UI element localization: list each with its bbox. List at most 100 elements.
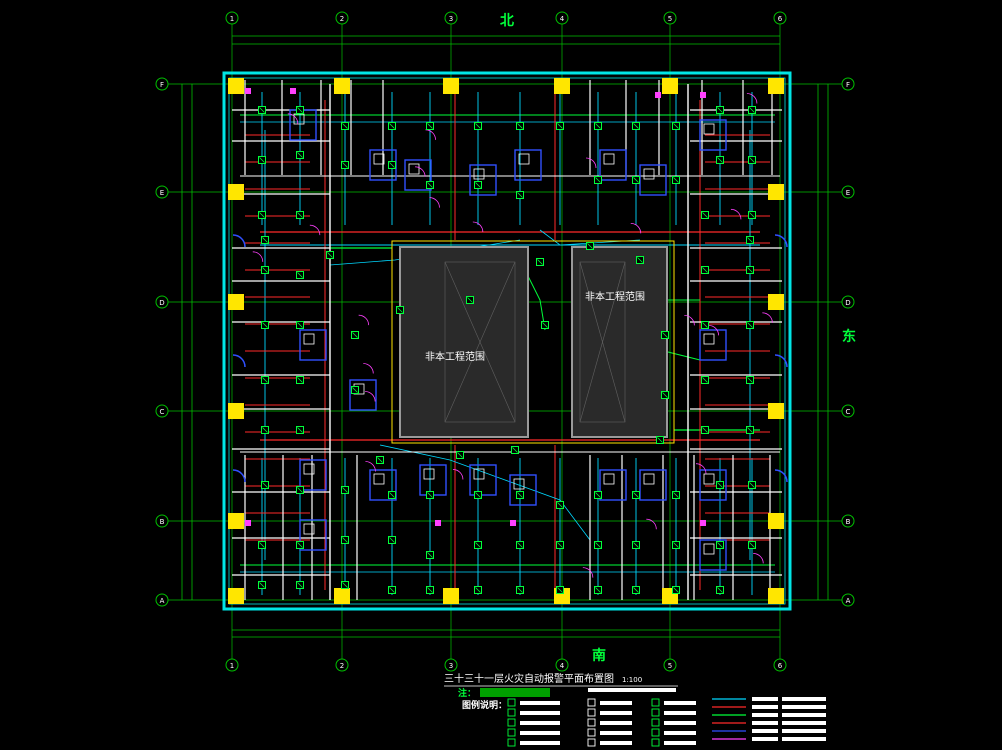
detector-mark — [673, 123, 679, 129]
window-arc — [232, 234, 246, 248]
detector-mark — [262, 482, 268, 488]
detector-mark — [747, 427, 753, 433]
legend-symbol — [507, 728, 516, 737]
fixture — [603, 473, 615, 485]
door-swing — [582, 567, 594, 578]
detector-mark — [457, 452, 463, 458]
axis-bubble-label: B — [846, 518, 851, 526]
axis-bubble-circle — [155, 514, 169, 528]
axis-bubble-label: 5 — [668, 662, 672, 670]
room-partitions — [232, 80, 782, 600]
detector-mark — [262, 322, 268, 328]
column-axis-bubble: 1 — [225, 11, 239, 25]
axis-bubble-circle — [155, 185, 169, 199]
fixture — [373, 153, 385, 165]
smoke-detector-symbol — [261, 426, 269, 434]
bathroom-cluster — [699, 329, 727, 361]
axis-bubble-label: E — [846, 189, 850, 197]
legend-description-bar — [752, 737, 778, 741]
smoke-detector-symbol — [296, 541, 304, 549]
detector-mark — [389, 537, 395, 543]
door-swing — [762, 312, 773, 323]
detector-mark — [749, 212, 755, 218]
smoke-detector-symbol — [351, 386, 359, 394]
smoke-detector-symbol — [296, 376, 304, 384]
row-axis-bubble: C — [155, 404, 169, 418]
smoke-detector-symbol — [466, 296, 474, 304]
smoke-detector-symbol — [748, 211, 756, 219]
detector-mark — [259, 212, 265, 218]
window-arc — [774, 234, 788, 248]
row-axis-bubble: A — [155, 593, 169, 607]
door-swing — [358, 314, 370, 326]
axis-bubble-circle — [225, 11, 239, 25]
door-swing — [363, 363, 374, 374]
detector-mark — [517, 542, 523, 548]
door-swing — [415, 166, 426, 177]
detector-mark — [702, 377, 708, 383]
core-left-zone — [399, 246, 529, 438]
legend-description-bar — [664, 721, 696, 725]
smoke-detector-symbol — [261, 266, 269, 274]
door-swing — [684, 314, 695, 326]
detector-mark — [749, 482, 755, 488]
smoke-detector-symbol — [341, 536, 349, 544]
detector-mark — [342, 582, 348, 588]
structural-column — [228, 588, 244, 604]
smoke-detector-symbol — [661, 331, 669, 339]
fixture — [518, 153, 530, 165]
smoke-detector-symbol — [351, 331, 359, 339]
detector-mark — [262, 237, 268, 243]
smoke-detector-symbol — [716, 106, 724, 114]
detector-mark — [537, 259, 543, 265]
detector-mark — [557, 502, 563, 508]
smoke-detector-symbol — [261, 321, 269, 329]
smoke-detector-symbol — [748, 106, 756, 114]
structural-column — [334, 588, 350, 604]
bathroom-cluster — [469, 164, 497, 196]
smoke-detector-symbol — [388, 586, 396, 594]
smoke-detector-symbol — [716, 541, 724, 549]
fixture — [603, 153, 615, 165]
legend-description-bar — [752, 721, 778, 725]
door-swing — [746, 93, 758, 104]
row-axis-bubble: F — [155, 77, 169, 91]
detector-mark — [673, 177, 679, 183]
excluded-zone-label-left: 非本工程范围 — [425, 350, 485, 363]
axis-bubble-label: 2 — [340, 15, 344, 23]
smoke-detector-symbol — [594, 491, 602, 499]
row-axis-bubble: B — [155, 514, 169, 528]
detector-mark — [633, 542, 639, 548]
smoke-detector-symbol — [474, 181, 482, 189]
detector-mark — [557, 123, 563, 129]
smoke-detector-symbol — [586, 242, 594, 250]
door-swing — [585, 157, 597, 169]
legend-symbol — [651, 698, 660, 707]
detector-mark — [389, 162, 395, 168]
detector-mark — [297, 152, 303, 158]
detector-mark — [297, 582, 303, 588]
detector-mark — [297, 377, 303, 383]
axis-bubble-label: D — [159, 299, 164, 307]
axis-bubble-circle — [335, 658, 349, 672]
detector-mark — [342, 487, 348, 493]
smoke-detector-symbol — [541, 321, 549, 329]
door-swing — [630, 222, 642, 234]
legend-description-bar — [782, 713, 826, 717]
legend-description-bar — [664, 741, 696, 745]
legend-description-bar — [600, 731, 632, 735]
smoke-detector-symbol — [341, 161, 349, 169]
legend-description-bar — [752, 729, 778, 733]
detector-mark — [397, 307, 403, 313]
bathroom-cluster — [299, 459, 327, 491]
smoke-detector-symbol — [632, 586, 640, 594]
detector-mark — [702, 267, 708, 273]
door-swing — [452, 469, 464, 480]
fixture — [703, 123, 715, 135]
window-arc — [774, 354, 788, 368]
fixture — [643, 473, 655, 485]
structural-column — [768, 588, 784, 604]
smoke-detector-symbol — [516, 541, 524, 549]
column-axis-bubble: 4 — [555, 658, 569, 672]
smoke-detector-symbol — [258, 156, 266, 164]
